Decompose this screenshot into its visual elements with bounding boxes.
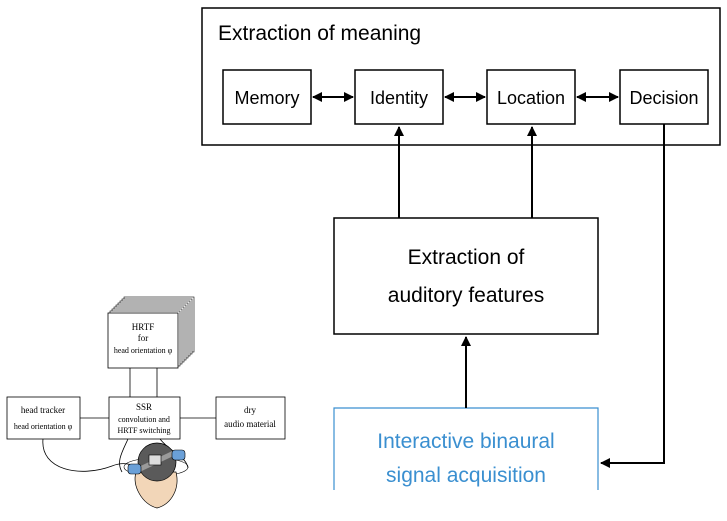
audio-material-box <box>215 396 286 440</box>
hrtf-line2: for <box>138 333 149 343</box>
identity-label: Identity <box>370 88 428 108</box>
auditory-features-box <box>333 217 599 335</box>
memory-box <box>222 69 312 125</box>
ssr-line1: SSR <box>136 402 152 412</box>
signal-acquisition-line2: signal acquisition <box>386 464 546 487</box>
ssr-line3: HRTF switching <box>117 426 170 435</box>
cable-ssr-headphones-left <box>119 438 129 473</box>
head-tracker-box <box>6 396 81 440</box>
hrtf-line1: HRTF <box>132 322 154 332</box>
audio-material-line2: audio material <box>224 419 276 429</box>
hrtf-box <box>107 312 179 369</box>
head-tracker-line2: head orientation φ <box>14 422 73 431</box>
hrtf-line3: head orientation φ <box>114 346 173 355</box>
head-tracker-line1: head tracker <box>21 405 65 415</box>
arrow-decision-feedback <box>600 124 665 468</box>
auditory-features-line1: Extraction of <box>408 246 525 269</box>
auditory-features-line2: auditory features <box>388 284 544 307</box>
identity-box <box>354 69 444 125</box>
decision-label: Decision <box>629 88 698 108</box>
extraction-of-meaning-title: Extraction of meaning <box>218 22 421 45</box>
location-label: Location <box>497 88 565 108</box>
memory-label: Memory <box>234 88 299 108</box>
cable-tracker-listener <box>42 438 139 472</box>
ssr-box <box>108 396 181 440</box>
listener-head-icon <box>123 442 189 509</box>
signal-acquisition-line1: Interactive binaural <box>377 430 554 453</box>
location-box <box>486 69 576 125</box>
audio-material-line1: dry <box>244 405 256 415</box>
ssr-line2: convolution and <box>118 415 170 424</box>
